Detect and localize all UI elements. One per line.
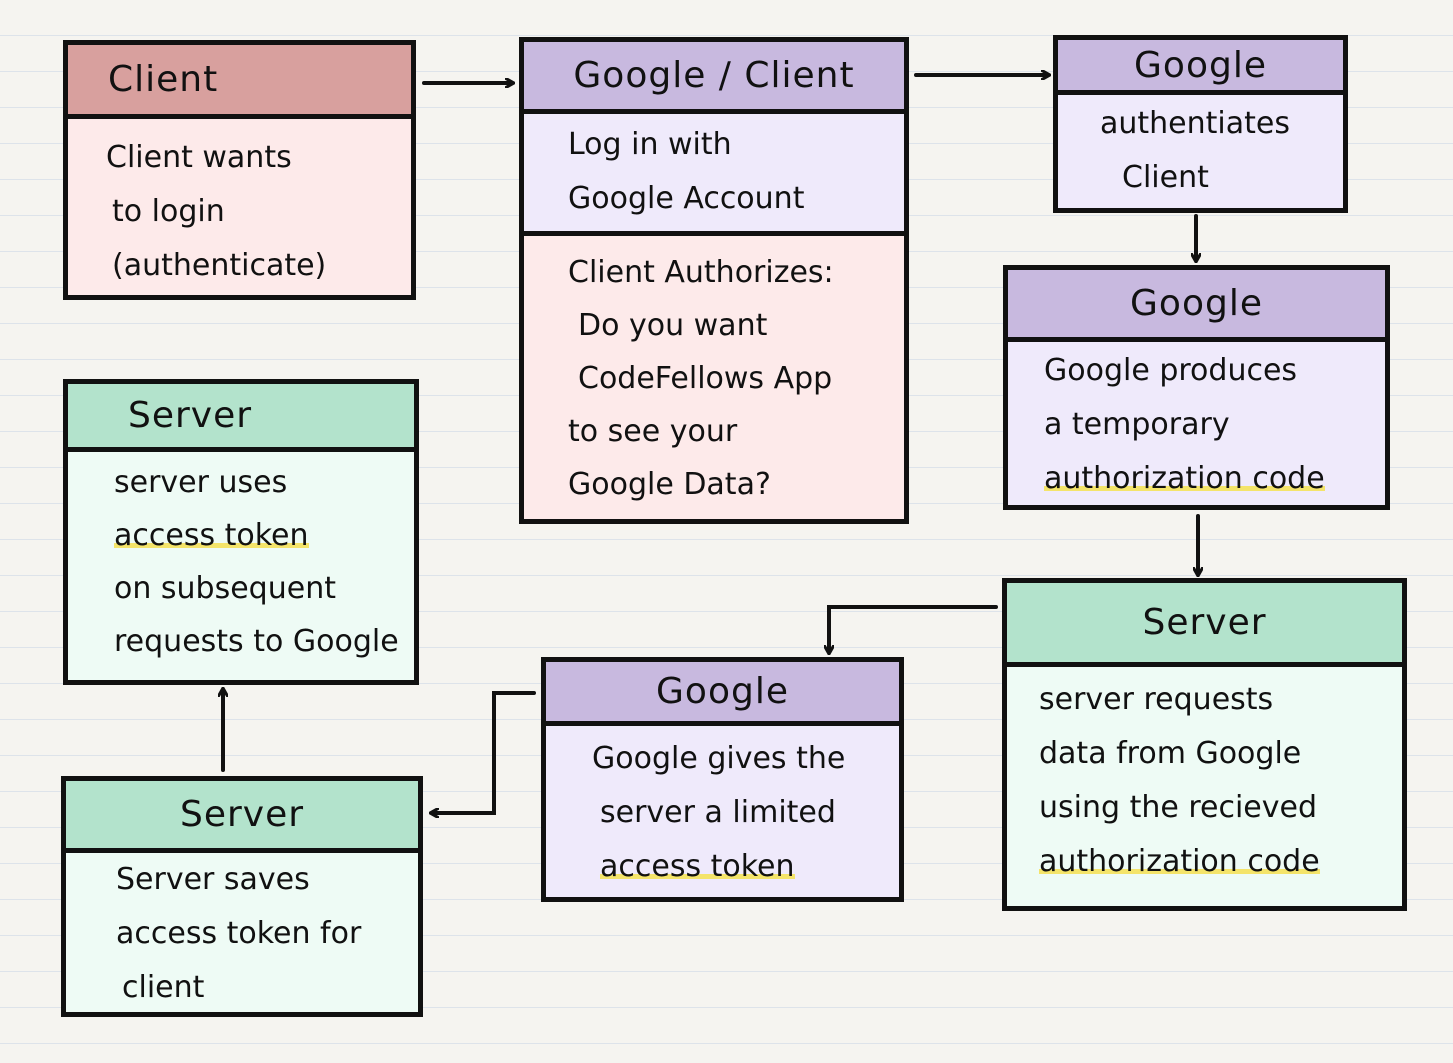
server-use-line-4: requests to Google: [114, 624, 399, 659]
server-request-box-body: server requests data from Google using t…: [1007, 667, 1402, 906]
google-token-line-2: server a limited: [600, 795, 836, 830]
server-request-box-title: Server: [1007, 583, 1402, 667]
google-token-box-title: Google: [546, 662, 899, 726]
google-client-box-title: Google / Client: [524, 42, 904, 114]
server-save-box-body: Server saves access token for client: [66, 853, 418, 1012]
google-code-box: Google Google produces a temporary autho…: [1003, 265, 1390, 510]
google-auth-line-1: authentiates: [1100, 106, 1290, 141]
arrow-server-request-to-google-token: [829, 605, 998, 652]
server-use-box: Server server uses access token on subse…: [63, 379, 419, 685]
server-save-box-title: Server: [66, 781, 418, 853]
google-code-box-title: Google: [1008, 270, 1385, 342]
server-save-line-2: access token for: [116, 916, 362, 951]
server-request-highlight: authorization code: [1039, 844, 1320, 879]
google-auth-box-body: authentiates Client: [1058, 95, 1343, 208]
server-request-box: Server server requests data from Google …: [1002, 578, 1407, 911]
google-code-highlight: authorization code: [1044, 461, 1325, 496]
google-token-line-3: access token: [592, 840, 899, 894]
authorize-line-1: Client Authorizes:: [568, 255, 834, 290]
client-line-1: Client wants: [106, 140, 292, 175]
client-line-3: (authenticate): [112, 248, 327, 283]
server-request-line-2: data from Google: [1039, 736, 1302, 771]
google-code-line-1: Google produces: [1044, 353, 1298, 388]
server-save-line-3: client: [122, 970, 205, 1005]
server-request-line-4: authorization code: [1039, 835, 1402, 889]
arrow-google-token-to-server-save: [432, 691, 536, 813]
client-line-2: to login: [112, 194, 225, 229]
google-client-login-line-1: Log in with: [568, 127, 732, 162]
google-token-line-1: Google gives the: [592, 741, 846, 776]
authorize-line-4: to see your: [568, 414, 738, 449]
server-use-line-2: access token: [114, 509, 414, 562]
server-save-line-1: Server saves: [116, 862, 310, 897]
google-client-login-line-2: Google Account: [568, 181, 805, 216]
google-token-box-body: Google gives the server a limited access…: [546, 726, 899, 897]
server-use-line-1: server uses: [114, 465, 288, 500]
server-use-box-title: Server: [68, 384, 414, 452]
server-use-highlight: access token: [114, 518, 309, 553]
client-box: Client Client wants to login (authentica…: [63, 40, 416, 300]
google-auth-line-2: Client: [1122, 160, 1209, 195]
google-token-box: Google Google gives the server a limited…: [541, 657, 904, 902]
google-client-login-section: Log in with Google Account: [524, 114, 904, 236]
google-token-highlight: access token: [600, 849, 795, 884]
client-box-title: Client: [68, 45, 411, 119]
google-client-box: Google / Client Log in with Google Accou…: [519, 37, 909, 524]
google-client-authorize-section: Client Authorizes: Do you want CodeFello…: [524, 236, 904, 519]
server-request-line-3: using the recieved: [1039, 790, 1318, 825]
server-request-line-1: server requests: [1039, 682, 1274, 717]
client-box-body: Client wants to login (authenticate): [68, 119, 411, 295]
google-code-line-2: a temporary: [1044, 407, 1230, 442]
google-auth-box: Google authentiates Client: [1053, 35, 1348, 213]
authorize-line-5: Google Data?: [568, 467, 771, 502]
authorize-line-3: CodeFellows App: [578, 361, 833, 396]
server-use-box-body: server uses access token on subsequent r…: [68, 452, 414, 680]
server-use-line-3: on subsequent: [114, 571, 336, 606]
server-save-box: Server Server saves access token for cli…: [61, 776, 423, 1017]
google-code-box-body: Google produces a temporary authorizatio…: [1008, 342, 1385, 505]
google-code-line-3: authorization code: [1044, 452, 1385, 506]
google-auth-box-title: Google: [1058, 40, 1343, 95]
authorize-line-2: Do you want: [578, 308, 768, 343]
